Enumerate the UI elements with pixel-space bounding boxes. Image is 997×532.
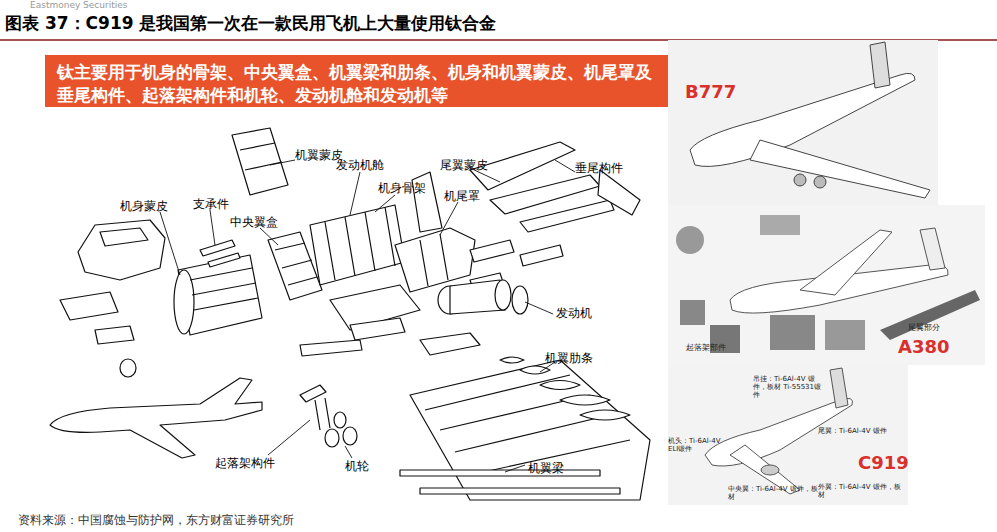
part-label: 机尾罩 [444,188,480,205]
source-caption: 资料来源：中国腐蚀与防护网，东方财富证券研究所 [18,512,294,529]
banner-text: 钛主要用于机身的骨架、中央翼盒、机翼梁和肋条、机身和机翼蒙皮、机尾罩及垂尾构件、… [57,61,657,107]
part-label: 垂尾构件 [575,160,623,177]
part-label: 中央翼盒 [230,214,278,231]
part-label: 机身蒙皮 [120,198,168,215]
photo-panel: B777 [668,40,938,205]
photo-panel: C919 吊挂：Ti-6Al-4V 锻件，板材 Ti-55531锻件机头：Ti-6… [668,365,908,505]
part-label: 机身骨架 [378,180,426,197]
material-callout: 外翼：Ti-6Al-4V 锻件，板材 [818,483,903,499]
part-label: 机翼梁 [528,460,564,477]
part-label: 尾翼蒙皮 [440,157,488,174]
b777-photo [668,40,938,205]
part-label: 支承件 [193,196,229,213]
material-callout: 尾翼部分 [908,323,968,332]
leader-lines [160,160,575,472]
material-callout: 中央翼：Ti-6Al-4V 锻件，板材 [728,485,818,501]
part-label: 发动机舱 [336,157,384,174]
material-callout: 起落架部件 [686,343,746,352]
part-label: 机翼蒙皮 [295,147,343,164]
part-label: 机轮 [345,458,369,475]
aircraft-label: A380 [898,337,978,358]
aircraft-label: B777 [685,82,765,103]
left-panel [40,48,668,500]
part-label: 发动机 [556,305,592,322]
exploded-airframe [50,128,650,500]
a380-photo [668,205,985,365]
summary-banner: 钛主要用于机身的骨架、中央翼盒、机翼梁和肋条、机身和机翼蒙皮、机尾罩及垂尾构件、… [45,55,668,107]
material-callout: 机头：Ti-6Al-4V ELI锻件 [668,437,733,453]
material-callout: 吊挂：Ti-6Al-4V 锻件，板材 Ti-55531锻件 [753,375,828,399]
logo-text: Eastmoney Securities [30,0,127,10]
part-label: 起落架构件 [215,455,275,472]
c919-photo [668,365,908,505]
photo-panel: A380 起落架部件 尾翼部分 [668,205,985,365]
part-label: 机翼肋条 [545,350,593,367]
aircraft-label: C919 [858,453,908,474]
figure-title: 图表 37：C919 是我国第一次在一款民用飞机上大量使用钛合金 [5,12,496,35]
material-callout: 尾翼：Ti-6Al-4V 锻件 [818,427,893,435]
